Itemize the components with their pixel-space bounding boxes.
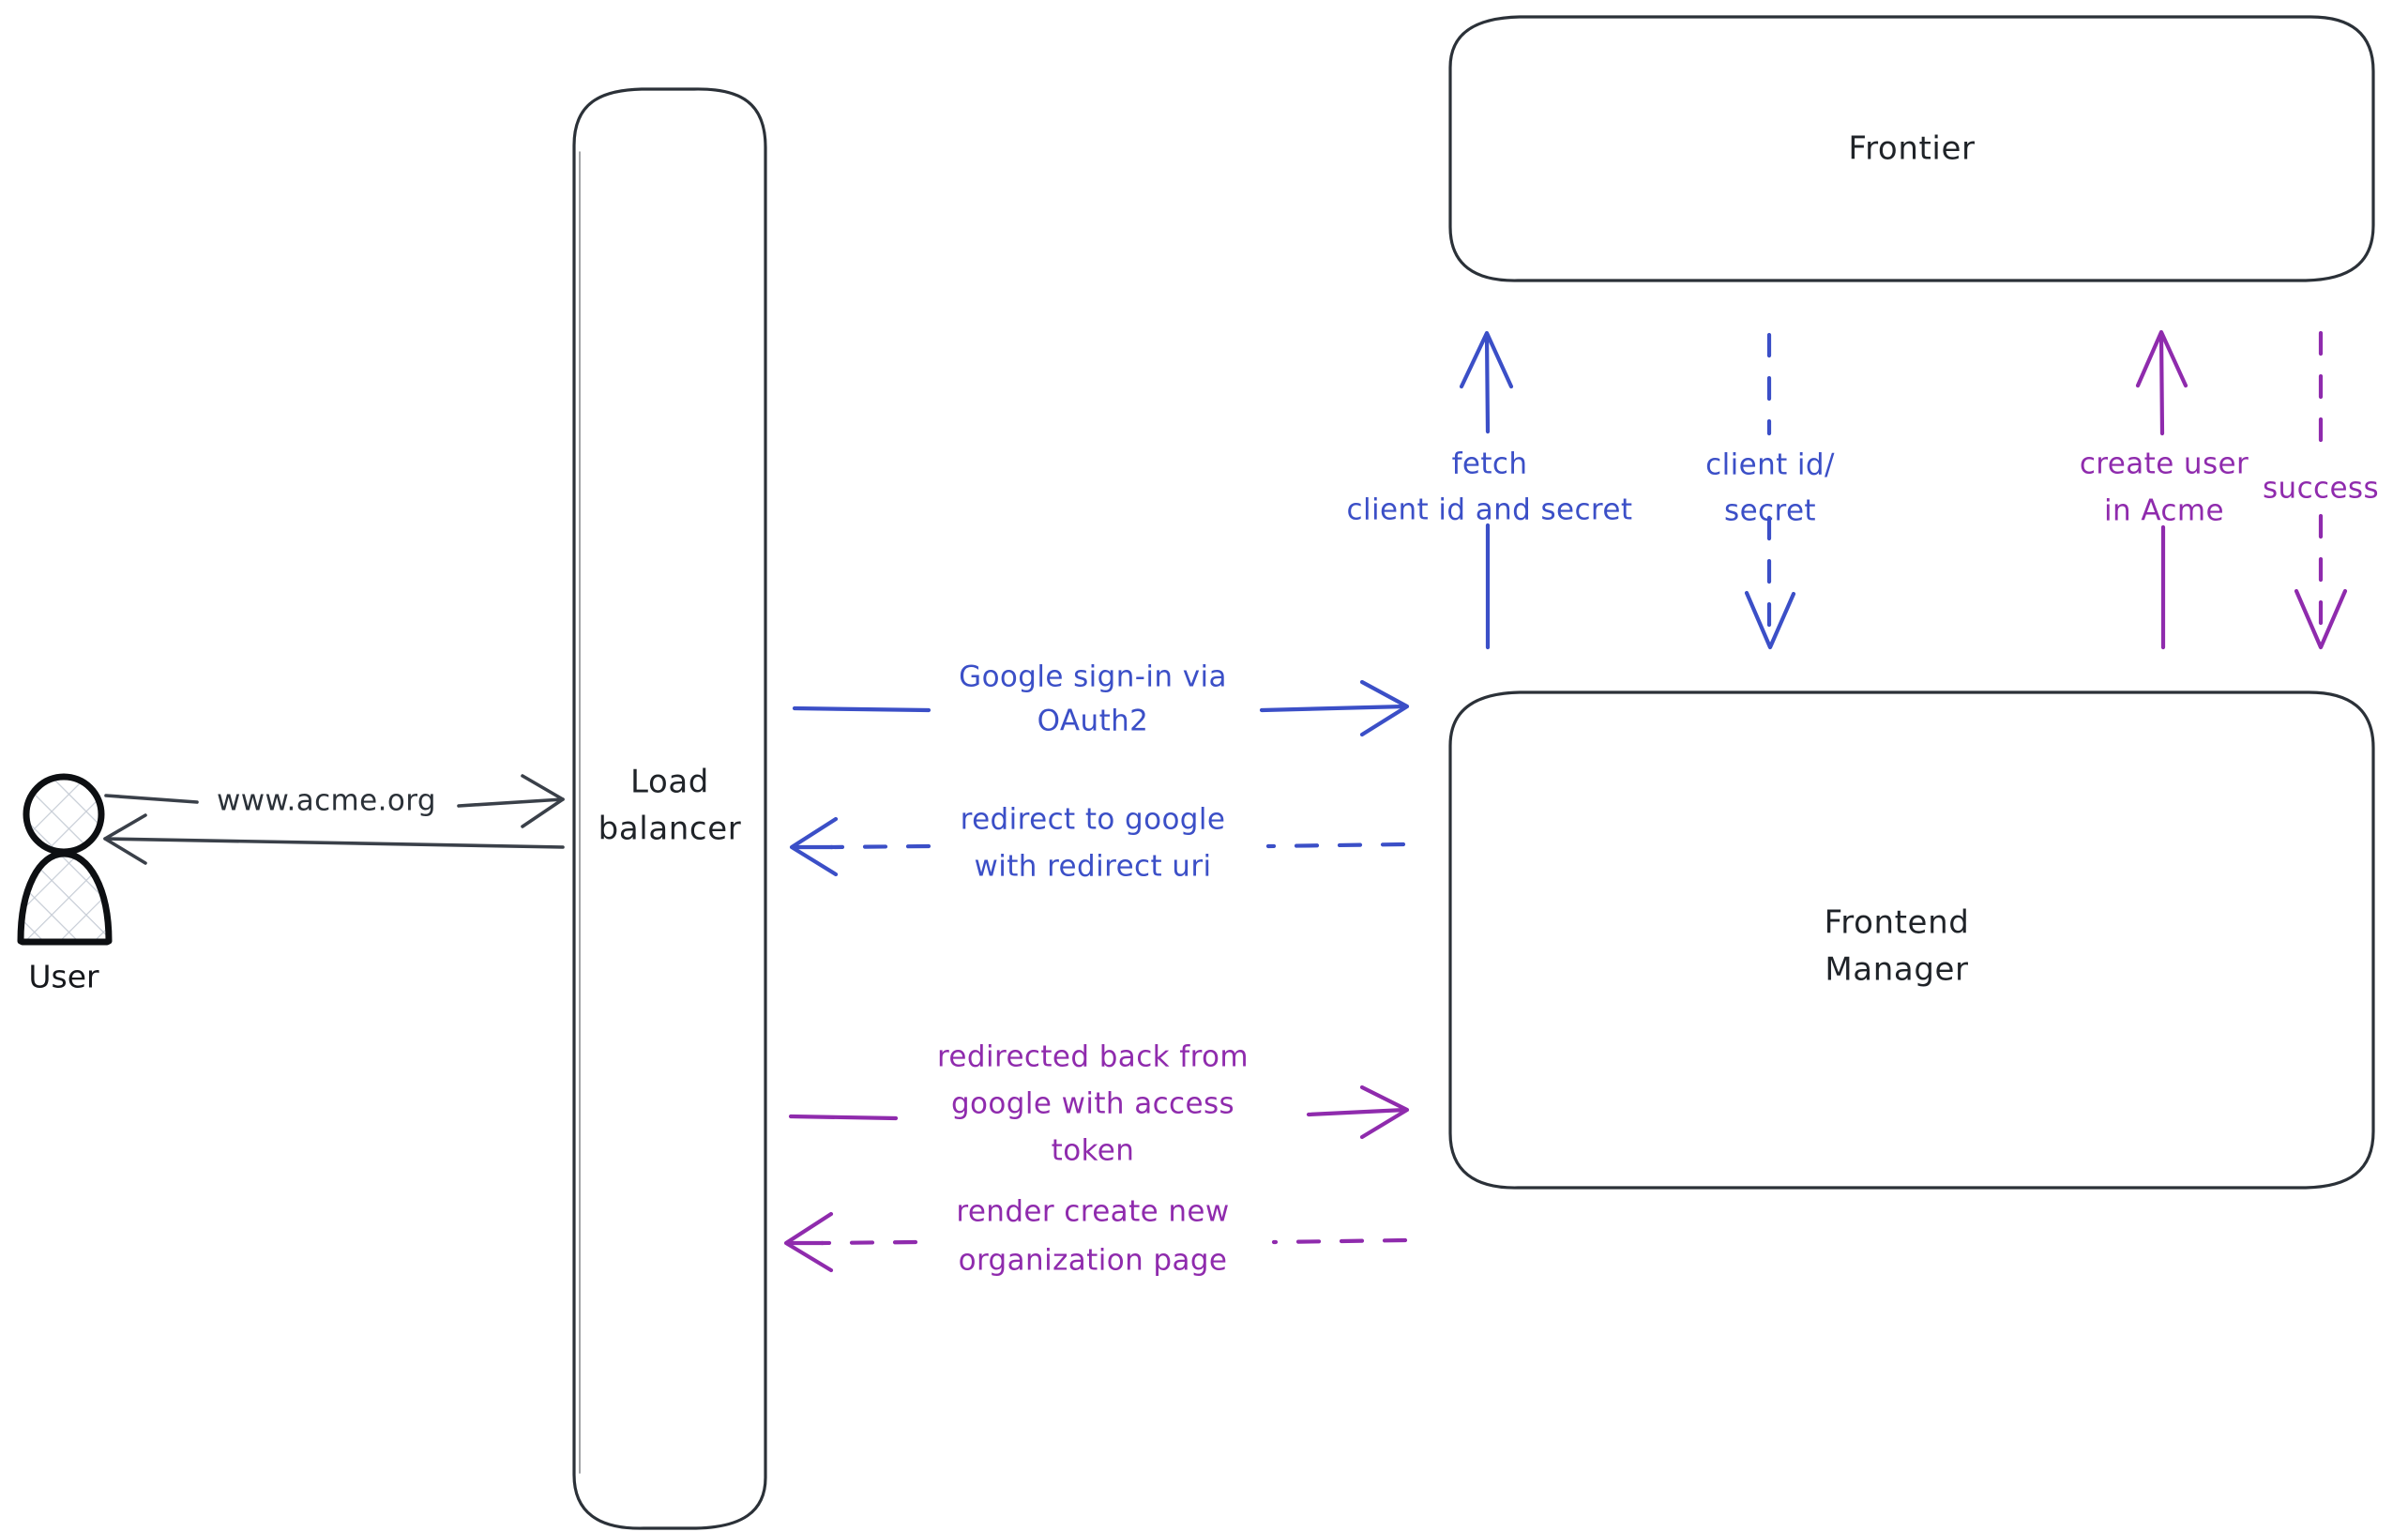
edge-label-success: success	[2263, 472, 2379, 506]
edge-label-token-line2: google with access	[951, 1087, 1234, 1121]
load-balancer-label-line1: Load	[630, 764, 709, 801]
frontier-label: Frontier	[1848, 130, 1975, 168]
edge-label-signin-line1: Google sign-in via	[959, 660, 1227, 694]
edge-label-token-line3: token	[1052, 1134, 1135, 1168]
edge-label-signin-line2: OAuth2	[1037, 705, 1149, 738]
edge-label-render-line2: organization page	[959, 1244, 1228, 1278]
edge-lb-to-fm-token[interactable]: redirected back from google with access …	[788, 1040, 1410, 1168]
edge-load-balancer-to-user[interactable]	[103, 813, 565, 865]
edge-label-creds-line1: client id/	[1705, 448, 1835, 482]
edge-lb-to-fm-signin[interactable]: Google sign-in via OAuth2	[792, 660, 1410, 738]
frontend-manager-label-line2: Manager	[1825, 951, 1968, 989]
edge-user-to-load-balancer[interactable]: www.acme.org	[104, 774, 565, 828]
edge-label-fetch-line1: fetch	[1452, 447, 1528, 481]
user-actor-label: User	[28, 959, 99, 995]
edge-frontier-to-fm-success[interactable]: success	[2263, 330, 2379, 650]
node-frontier[interactable]: Frontier	[1448, 15, 2375, 282]
edge-label-creds-line2: secret	[1724, 494, 1816, 528]
edge-frontier-to-fm-creds[interactable]: client id/ secret	[1705, 332, 1835, 650]
edge-fm-to-frontier-createuser[interactable]: create user in Acme	[2080, 329, 2249, 650]
user-actor-icon[interactable]: User	[17, 773, 113, 995]
edge-label-createuser-line2: in Acme	[2104, 494, 2224, 528]
edge-label-createuser-line1: create user	[2080, 447, 2249, 481]
edge-label-redirect-line1: redirect to google	[961, 803, 1226, 837]
load-balancer-label-line2: balancer	[598, 811, 742, 848]
edge-label-user-to-lb: www.acme.org	[217, 784, 436, 818]
node-load-balancer[interactable]: Load balancer	[572, 87, 767, 1530]
edge-label-render-line1: render create new	[956, 1195, 1229, 1229]
node-frontend-manager[interactable]: Frontend Manager	[1448, 690, 2375, 1190]
edge-label-redirect-line2: with redirect uri	[974, 850, 1211, 884]
edge-label-token-line1: redirected back from	[937, 1040, 1249, 1074]
edge-fm-to-frontier-fetch[interactable]: fetch client id and secret	[1347, 330, 1633, 650]
edge-label-fetch-line2: client id and secret	[1347, 493, 1633, 527]
frontend-manager-label-line1: Frontend	[1825, 904, 1970, 942]
edge-fm-to-lb-redirect[interactable]: redirect to google with redirect uri	[789, 803, 1406, 884]
edge-fm-to-lb-render[interactable]: render create new organization page	[783, 1195, 1408, 1278]
